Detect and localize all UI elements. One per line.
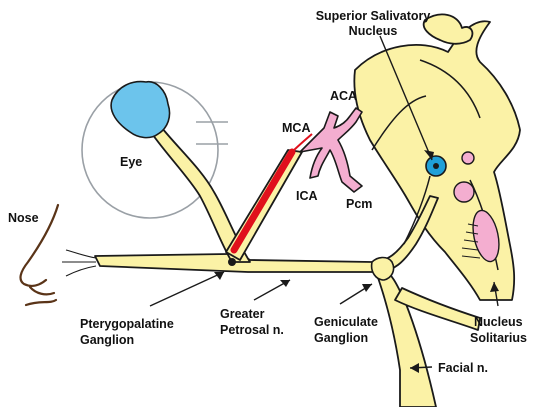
greater-petrosal-label-line2: Petrosal n. xyxy=(220,323,284,337)
nucleus-solitarius-label-line1: Nucleus xyxy=(474,315,523,329)
pink-nucleus-small xyxy=(461,151,475,165)
geniculate-label-line2: Ganglion xyxy=(314,331,368,345)
pink-nucleus-large xyxy=(453,181,475,203)
pcm-label: Pcm xyxy=(346,197,372,211)
pterygopalatine-label-line1: Pterygopalatine xyxy=(80,317,174,331)
red-artery-tip xyxy=(291,133,313,153)
arrowheads xyxy=(214,150,499,373)
nasal-fibers xyxy=(62,249,97,277)
eye-label: Eye xyxy=(120,155,142,169)
nucleus-solitarius-label-line2: Solitarius xyxy=(470,331,527,345)
internal-carotid-red xyxy=(230,148,296,254)
nose-outline xyxy=(19,203,60,307)
mca-label: MCA xyxy=(282,121,310,135)
greater-petrosal-label-line1: Greater xyxy=(220,307,265,321)
facial-nerve-label: Facial n. xyxy=(438,361,488,375)
ica-label: ICA xyxy=(296,189,318,203)
geniculate-swelling xyxy=(370,256,395,281)
nucleus-solitarius-shape xyxy=(461,209,500,263)
lacrimal-gland xyxy=(110,80,171,139)
salivatory-pathway xyxy=(403,175,431,245)
nucleus-core xyxy=(433,163,439,169)
nose-label: Nose xyxy=(8,211,39,225)
aca-label: ACA xyxy=(330,89,357,103)
superior-salivatory-label-line2: Nucleus xyxy=(349,24,398,38)
superior-salivatory-label-line1: Superior Salivatory xyxy=(316,9,431,23)
nerve-pathway xyxy=(94,127,481,407)
circle-of-willis xyxy=(299,107,363,193)
geniculate-label-line1: Geniculate xyxy=(314,315,378,329)
pterygopalatine-ganglion-dot xyxy=(228,258,236,266)
pterygopalatine-label-line2: Ganglion xyxy=(80,333,134,347)
